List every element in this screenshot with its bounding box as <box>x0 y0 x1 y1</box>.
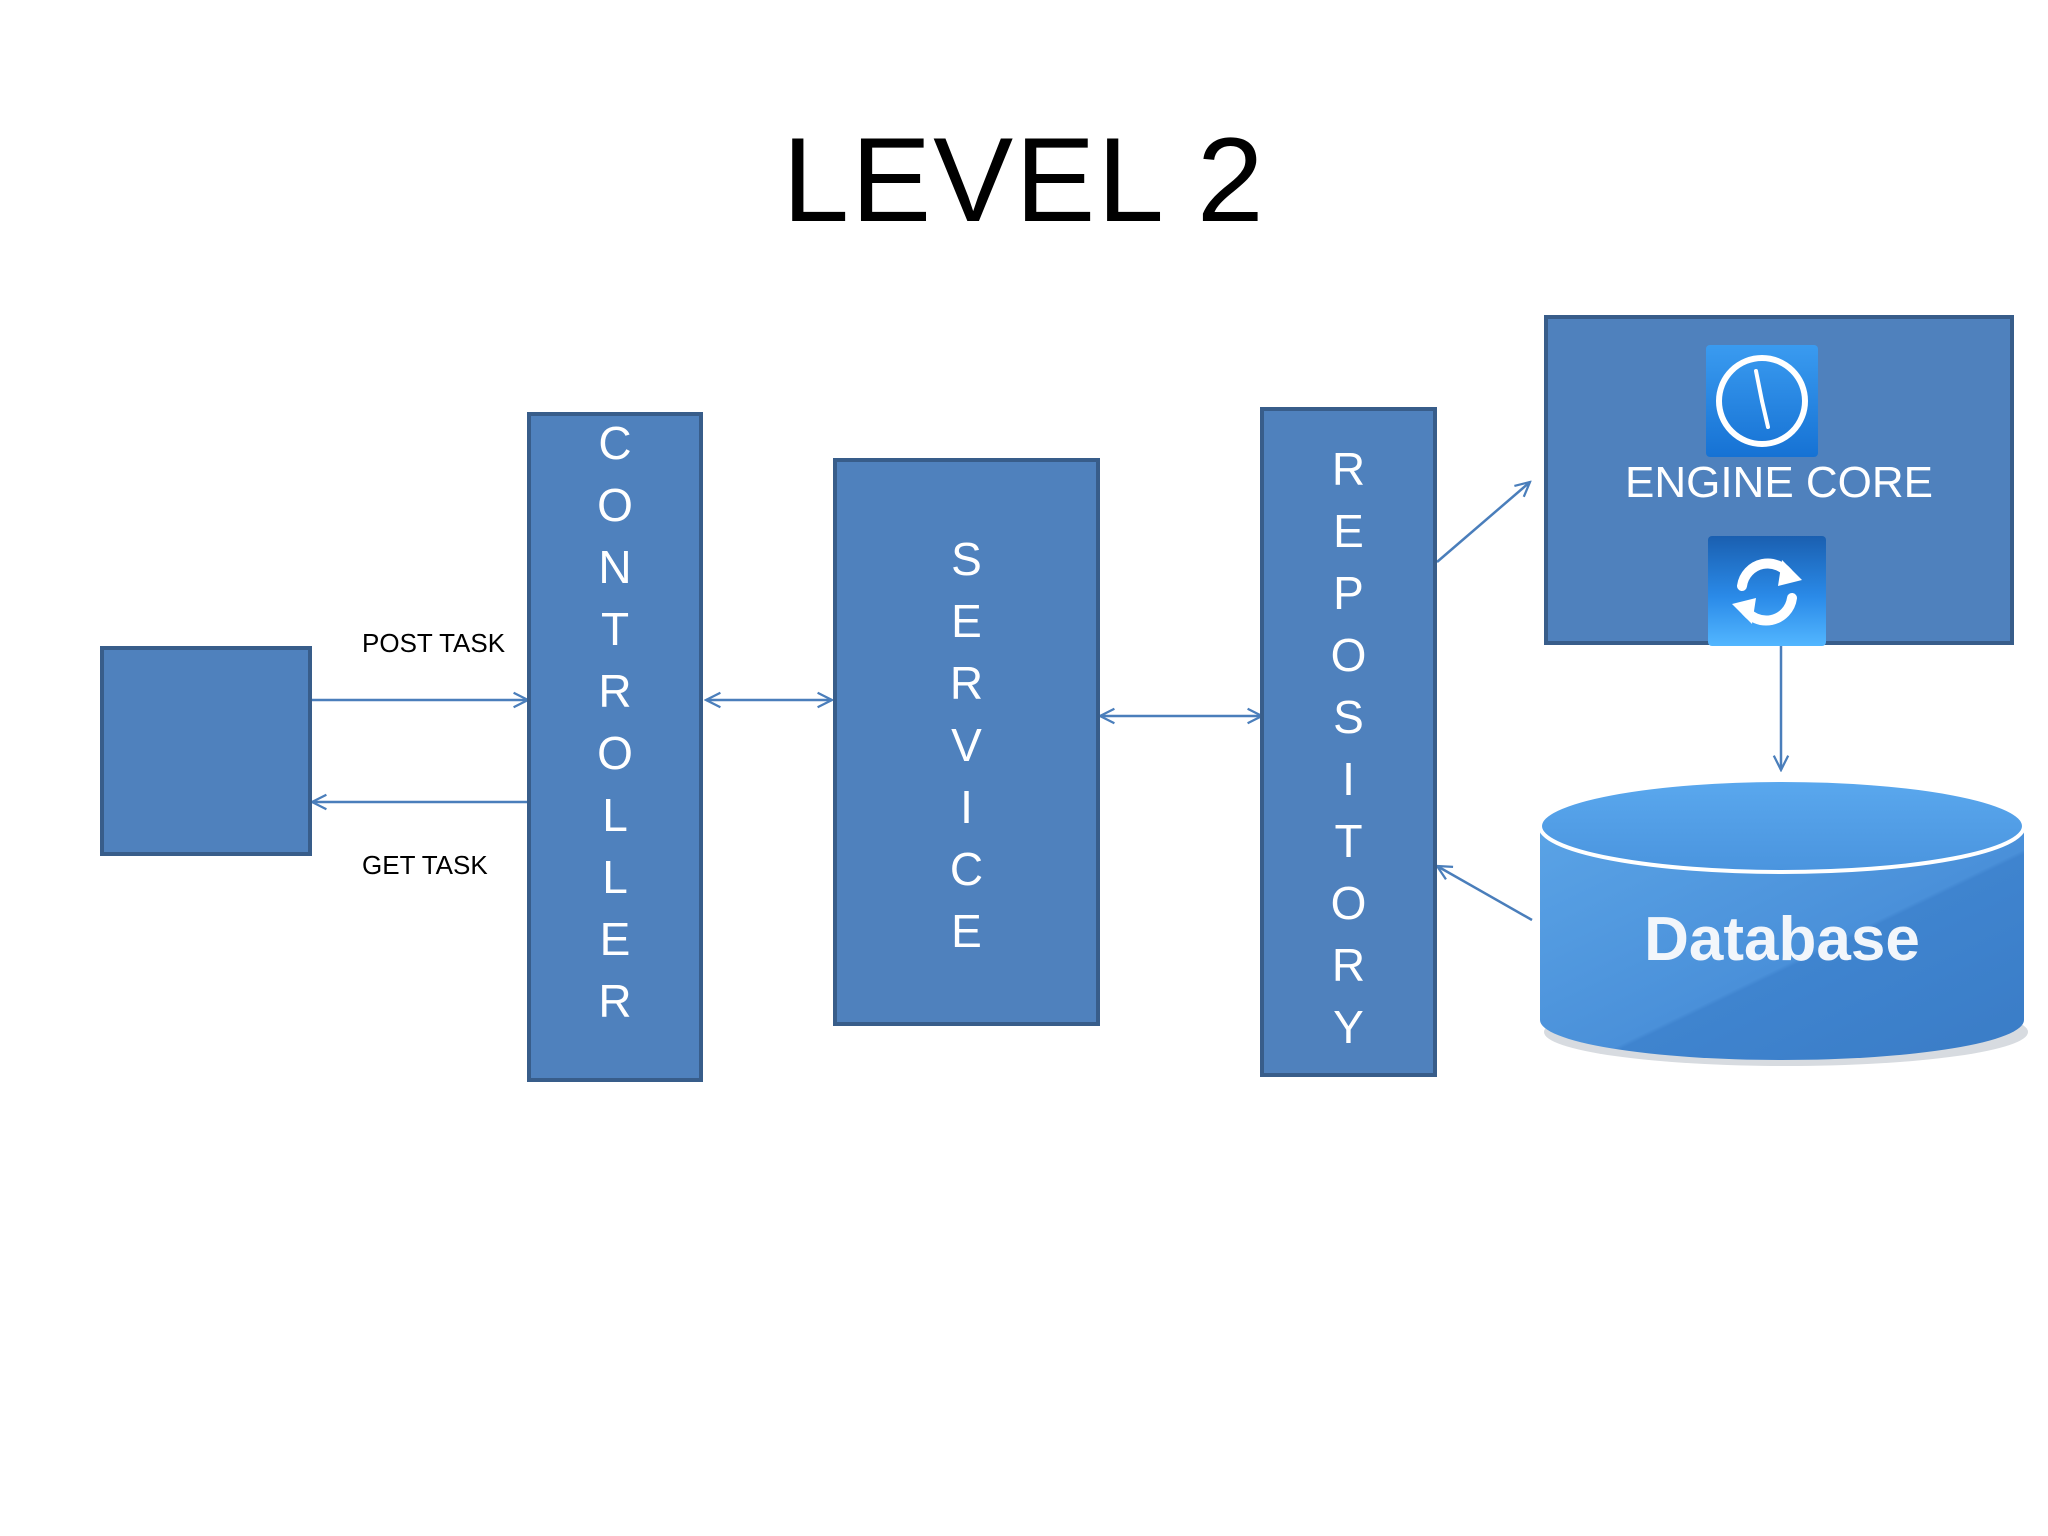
label-letter: R <box>598 975 632 1027</box>
label-letter: V <box>951 719 982 771</box>
label-letter: R <box>1331 939 1366 991</box>
edge-label-post-task: POST TASK <box>362 628 506 658</box>
repository-node <box>1260 407 1437 1077</box>
edge-repository-engine <box>1436 482 1530 563</box>
edge-database-repository <box>1437 866 1533 922</box>
database-node <box>1538 778 2028 1066</box>
sync-icon <box>1708 536 1826 646</box>
label-letter: R <box>598 665 632 717</box>
edge-label-get-task: GET TASK <box>362 850 488 880</box>
label-letter: I <box>1342 753 1355 805</box>
label-letter: O <box>1330 629 1367 681</box>
label-letter: R <box>949 657 984 709</box>
label-letter: Y <box>1333 1001 1364 1053</box>
page-title: LEVEL 2 <box>782 113 1266 247</box>
label-letter: E <box>1333 505 1364 557</box>
label-letter: O <box>597 727 633 779</box>
label-letter: L <box>602 851 628 903</box>
label-letter: E <box>599 913 631 965</box>
label-letter: P <box>1333 567 1364 619</box>
label-letter: C <box>949 843 984 895</box>
label-letter: L <box>602 789 628 841</box>
label-letter: C <box>598 417 632 469</box>
label-letter: E <box>951 905 982 957</box>
service-node <box>833 458 1100 1026</box>
database-label: Database <box>1644 905 1920 974</box>
label-letter: R <box>1331 443 1366 495</box>
label-letter: S <box>1333 691 1364 743</box>
label-letter: T <box>600 603 630 655</box>
engine-core-label: ENGINE CORE <box>1624 458 1934 507</box>
label-letter: I <box>960 781 973 833</box>
label-letter: E <box>951 595 982 647</box>
label-letter: O <box>1330 877 1367 929</box>
label-letter: S <box>951 533 982 585</box>
label-letter: O <box>597 479 633 531</box>
label-letter: N <box>598 541 632 593</box>
clock-icon <box>1706 345 1818 457</box>
client-node <box>100 646 312 856</box>
controller-node <box>527 412 703 1082</box>
label-letter: T <box>1334 815 1363 867</box>
